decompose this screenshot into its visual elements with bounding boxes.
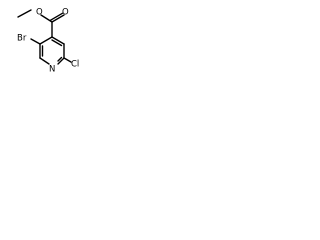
ring-nitrogen-label: N bbox=[49, 65, 55, 75]
bond-carbonyl-to-oxygen-2 bbox=[49, 12, 64, 21]
bromine-label: Br bbox=[17, 34, 27, 44]
molecule-svg: O O N Br Cl bbox=[17, 8, 79, 75]
ester-oxygen-label: O bbox=[36, 8, 43, 18]
bond-ring-top-right-inner bbox=[51, 39, 63, 47]
molecule-drawing: O O N Br Cl bbox=[0, 0, 93, 84]
bond-ring-top-left bbox=[39, 36, 53, 45]
bond-carbonyl-to-oxygen-1 bbox=[51, 14, 65, 23]
bond-ring-to-bromine bbox=[30, 38, 41, 45]
bond-ester-oxygen-to-methyl bbox=[17, 9, 32, 18]
bond-carbonyl-to-ester-oxygen bbox=[40, 14, 53, 23]
bond-ring-top-right bbox=[51, 36, 65, 45]
chlorine-label: Cl bbox=[71, 60, 79, 70]
bond-ring-to-chlorine bbox=[63, 57, 72, 63]
bond-ring-bottom-left bbox=[39, 57, 50, 65]
bond-ring-bottom-right-inner bbox=[57, 56, 63, 62]
carbonyl-oxygen-label: O bbox=[62, 8, 69, 18]
bond-ring-bottom-right bbox=[57, 57, 65, 65]
